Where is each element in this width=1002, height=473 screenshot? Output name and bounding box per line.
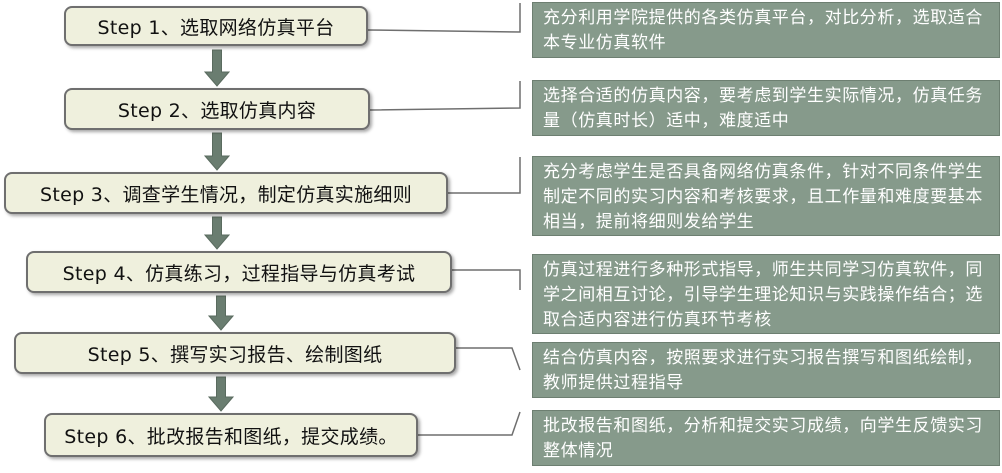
step-4-description: 仿真过程进行多种形式指导，师生共同学习仿真软件，同学之间相互讨论，引导学生理论知… [532,254,1000,334]
step-5-box: Step 5、撰写实习报告、绘制图纸 [14,332,456,374]
down-arrow-5 [207,376,235,412]
down-arrow-4 [207,295,235,331]
step-3-description: 充分考虑学生是否具备网络仿真条件，针对不同条件学生制定不同的实习内容和考核要求，… [532,156,1000,236]
down-arrow-1 [203,49,231,87]
step-4-box: Step 4、仿真练习，过程指导与仿真考试 [26,251,452,293]
step-6-description-text: 批改报告和图纸，分析和提交实习成绩，向学生反馈实习整体情况 [543,416,983,461]
step-6-description: 批改报告和图纸，分析和提交实习成绩，向学生反馈实习整体情况 [532,410,1000,466]
connector-5 [456,347,521,371]
connector-3 [448,157,521,194]
step-5-description: 结合仿真内容，按照要求进行实习报告撰写和图纸绘制，教师提供过程指导 [532,342,1000,398]
connector-2 [369,81,521,111]
step-1-description: 充分利用学院提供的各类仿真平台，对比分析，选取适合本专业仿真软件 [532,2,1000,58]
step-3-description-text: 充分考虑学生是否具备网络仿真条件，针对不同条件学生制定不同的实习内容和考核要求，… [543,162,983,232]
step-5-description-text: 结合仿真内容，按照要求进行实习报告撰写和图纸绘制，教师提供过程指导 [543,348,983,393]
connector-4 [452,269,521,290]
connector-6 [418,411,521,436]
step-3-box: Step 3、调查学生情况，制定仿真实施细则 [4,172,448,214]
step-1-box: Step 1、选取网络仿真平台 [64,6,368,46]
step-1-description-text: 充分利用学院提供的各类仿真平台，对比分析，选取适合本专业仿真软件 [543,8,983,53]
down-arrow-2 [203,132,231,171]
connector-1 [367,3,521,33]
step-2-description-text: 选择合适的仿真内容，要考虑到学生实际情况，仿真任务量（仿真时长）适中，难度适中 [543,86,983,131]
step-2-box: Step 2、选取仿真内容 [64,88,370,130]
down-arrow-3 [203,216,231,250]
step-2-description: 选择合适的仿真内容，要考虑到学生实际情况，仿真任务量（仿真时长）适中，难度适中 [532,80,1000,136]
step-6-box: Step 6、批改报告和图纸，提交成绩。 [44,413,418,457]
step-4-description-text: 仿真过程进行多种形式指导，师生共同学习仿真软件，同学之间相互讨论，引导学生理论知… [543,260,983,330]
